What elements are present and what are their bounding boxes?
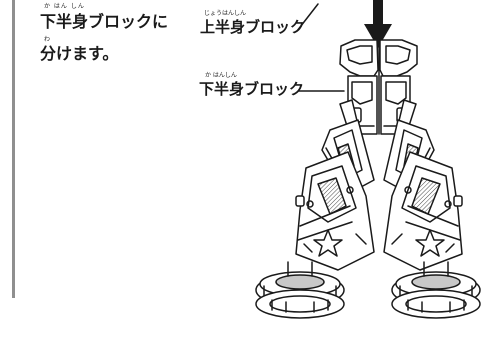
lower-body-text: 下半身ブロック: [199, 80, 305, 98]
instruction-line1: 下半身ブロックに: [40, 12, 169, 31]
instruction-line1-ruby: か はん しん: [44, 3, 85, 10]
down-arrow-icon: [364, 0, 392, 48]
instruction-line2-ruby: わ: [44, 36, 51, 43]
upper-body-block: [339, 39, 418, 135]
left-shin: [295, 151, 375, 271]
upper-body-text: 上半身ブロック: [200, 18, 306, 36]
lower-body-block-label: か はんしん 下半身ブロック: [199, 70, 319, 102]
margin-rule: [12, 0, 15, 298]
upper-body-ruby: じょうはんしん: [204, 10, 247, 17]
instruction-text: か はん しん 下半身ブロックに わ 分けます。: [40, 0, 190, 80]
upper-label-leader-line: [296, 3, 319, 32]
lower-body-ruby: か はんしん: [205, 72, 237, 79]
right-foot: [391, 261, 481, 319]
right-shin: [383, 151, 463, 271]
left-foot: [255, 261, 345, 319]
instruction-line2: 分けます。: [40, 44, 119, 63]
upper-body-block-label: じょうはんしん 上半身ブロック: [200, 8, 320, 40]
